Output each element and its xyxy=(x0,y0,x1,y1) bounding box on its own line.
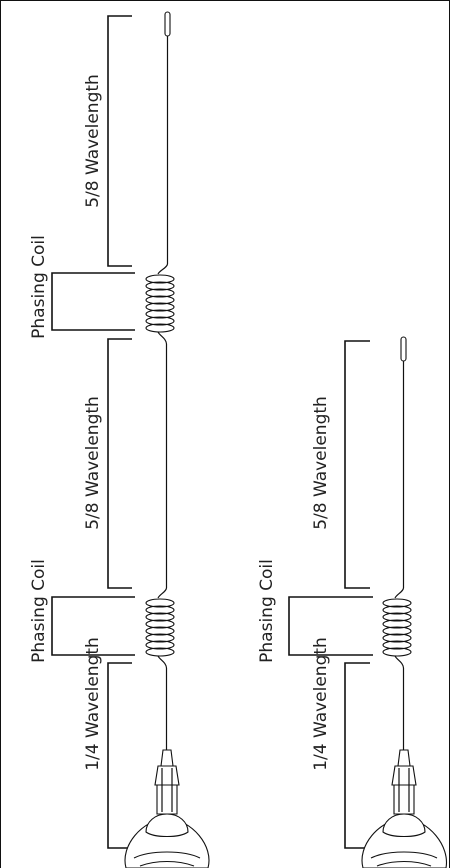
rod-bend-b xyxy=(394,587,405,599)
lower-phasing-coil xyxy=(145,598,175,657)
magnetic-mount-base xyxy=(124,749,210,868)
rod-bend-b-bottom xyxy=(394,655,405,669)
label-top-section: 5/8 Wavelength xyxy=(83,74,103,208)
magnetic-mount-base-b xyxy=(361,749,447,868)
label-upper-coil: Phasing Coil xyxy=(29,235,49,339)
bracket-top-5-8-b xyxy=(344,340,370,589)
label-lower-coil: Phasing Coil xyxy=(29,559,49,663)
rod-bend-upper-bottom xyxy=(157,331,168,345)
phasing-coil-b xyxy=(382,598,412,657)
whip-tip xyxy=(164,11,171,37)
label-coil-b: Phasing Coil xyxy=(257,559,277,663)
whip-tip-b xyxy=(400,336,407,362)
bracket-middle-5-8 xyxy=(107,338,132,589)
antenna-2: 5/8 Wavelength Phasing Coil 1/4 Waveleng… xyxy=(257,336,447,868)
upper-phasing-coil xyxy=(145,274,175,333)
label-top-section-b: 5/8 Wavelength xyxy=(311,396,331,530)
rod-bend-upper xyxy=(157,263,169,275)
rod-bend-lower xyxy=(157,587,168,599)
antenna-1: 5/8 Wavelength Phasing Coil 5/8 Waveleng… xyxy=(29,11,210,868)
bracket-coil-b xyxy=(288,596,373,656)
bracket-upper-coil xyxy=(51,272,135,331)
label-bottom-section: 1/4 Wavelength xyxy=(83,637,103,771)
label-middle-section: 5/8 Wavelength xyxy=(83,396,103,530)
rod-bend-lower-bottom xyxy=(157,655,168,669)
bracket-top-5-8 xyxy=(107,15,132,267)
label-bottom-section-b: 1/4 Wavelength xyxy=(311,637,331,771)
bracket-bottom-1-4-b xyxy=(344,662,370,849)
bracket-bottom-1-4 xyxy=(107,662,132,849)
bracket-lower-coil xyxy=(51,596,135,656)
